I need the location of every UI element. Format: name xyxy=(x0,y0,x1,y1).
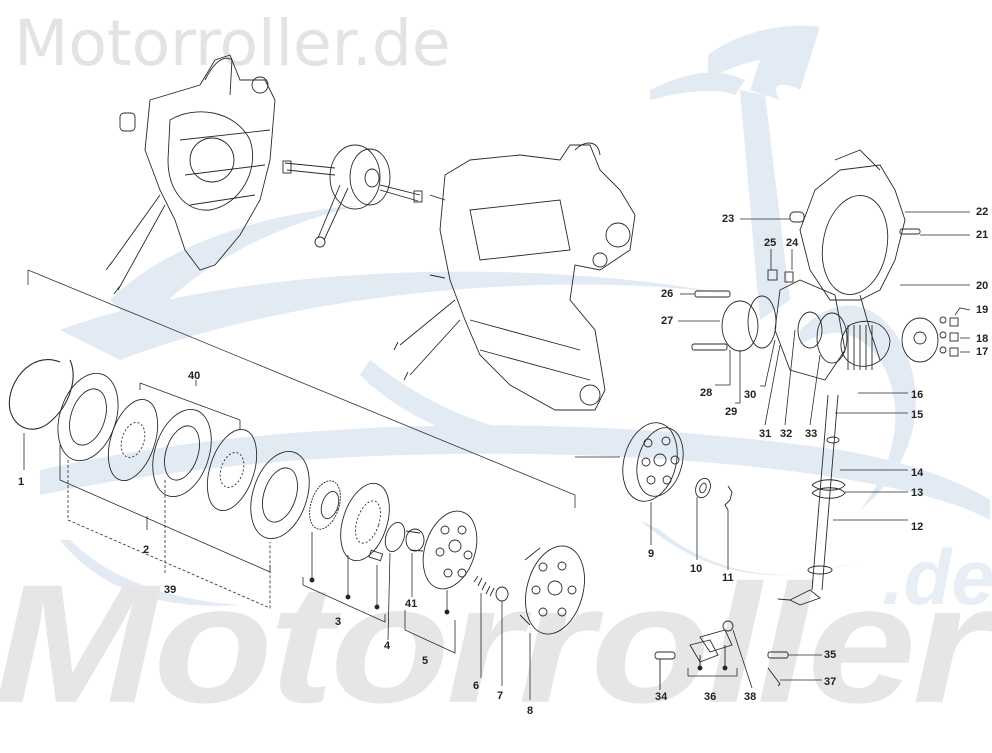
part-label-17[interactable]: 17 xyxy=(976,346,989,358)
part-label-32[interactable]: 32 xyxy=(780,428,793,440)
part-label-18[interactable]: 18 xyxy=(976,333,989,345)
watermark-de: .de xyxy=(882,533,992,621)
kickstart-shaft xyxy=(777,392,908,606)
right-crankcase xyxy=(393,142,636,411)
clutch-drum xyxy=(575,422,684,545)
spring xyxy=(473,575,509,686)
part-label-40[interactable]: 40 xyxy=(188,370,201,382)
part-label-24[interactable]: 24 xyxy=(786,237,799,249)
watermark-top: Motorroller.de xyxy=(14,7,451,80)
clutch-hub xyxy=(404,510,478,654)
part-label-31[interactable]: 31 xyxy=(759,428,772,440)
part-label-14[interactable]: 14 xyxy=(911,467,924,479)
part-label-23[interactable]: 23 xyxy=(722,213,735,225)
part-label-15[interactable]: 15 xyxy=(911,409,924,421)
part-label-7[interactable]: 7 xyxy=(497,690,504,702)
circlip xyxy=(8,359,74,470)
part-label-27[interactable]: 27 xyxy=(661,315,674,327)
small-hardware xyxy=(654,620,822,690)
part-label-30[interactable]: 30 xyxy=(744,389,757,401)
part-label-8[interactable]: 8 xyxy=(527,705,534,717)
part-label-13[interactable]: 13 xyxy=(911,487,924,499)
part-label-3[interactable]: 3 xyxy=(335,616,342,628)
oil-pump-assembly xyxy=(691,149,959,381)
part-label-28[interactable]: 28 xyxy=(700,387,713,399)
part-label-34[interactable]: 34 xyxy=(655,691,668,703)
part-label-16[interactable]: 16 xyxy=(911,389,924,401)
left-crankcase xyxy=(105,54,276,295)
part-label-19[interactable]: 19 xyxy=(976,304,989,316)
part-label-10[interactable]: 10 xyxy=(690,563,703,575)
part-label-41[interactable]: 41 xyxy=(405,598,418,610)
part-label-1[interactable]: 1 xyxy=(18,476,25,488)
part-label-25[interactable]: 25 xyxy=(764,237,777,249)
part-label-35[interactable]: 35 xyxy=(824,649,837,661)
part-label-12[interactable]: 12 xyxy=(911,521,924,533)
clutch-gear xyxy=(302,480,390,623)
part-label-22[interactable]: 22 xyxy=(976,206,989,218)
watermark-bottom: Motorroller xyxy=(0,549,988,739)
clutch-bell xyxy=(519,545,585,700)
crankshaft xyxy=(282,144,423,248)
part-label-39[interactable]: 39 xyxy=(164,584,177,596)
part-label-5[interactable]: 5 xyxy=(422,655,429,667)
part-label-29[interactable]: 29 xyxy=(725,406,738,418)
part-label-26[interactable]: 26 xyxy=(661,288,674,300)
part-label-21[interactable]: 21 xyxy=(976,229,989,241)
part-label-20[interactable]: 20 xyxy=(976,280,989,292)
part-label-2[interactable]: 2 xyxy=(143,544,150,556)
part-label-36[interactable]: 36 xyxy=(704,691,717,703)
clutch-plates xyxy=(57,372,310,540)
part-label-6[interactable]: 6 xyxy=(473,680,480,692)
leader-lines xyxy=(678,211,971,426)
part-label-11[interactable]: 11 xyxy=(722,572,734,584)
part-label-9[interactable]: 9 xyxy=(648,548,655,560)
part-label-4[interactable]: 4 xyxy=(384,640,391,652)
part-label-33[interactable]: 33 xyxy=(805,428,818,440)
part-label-37[interactable]: 37 xyxy=(824,676,837,688)
part-label-38[interactable]: 38 xyxy=(744,691,757,703)
